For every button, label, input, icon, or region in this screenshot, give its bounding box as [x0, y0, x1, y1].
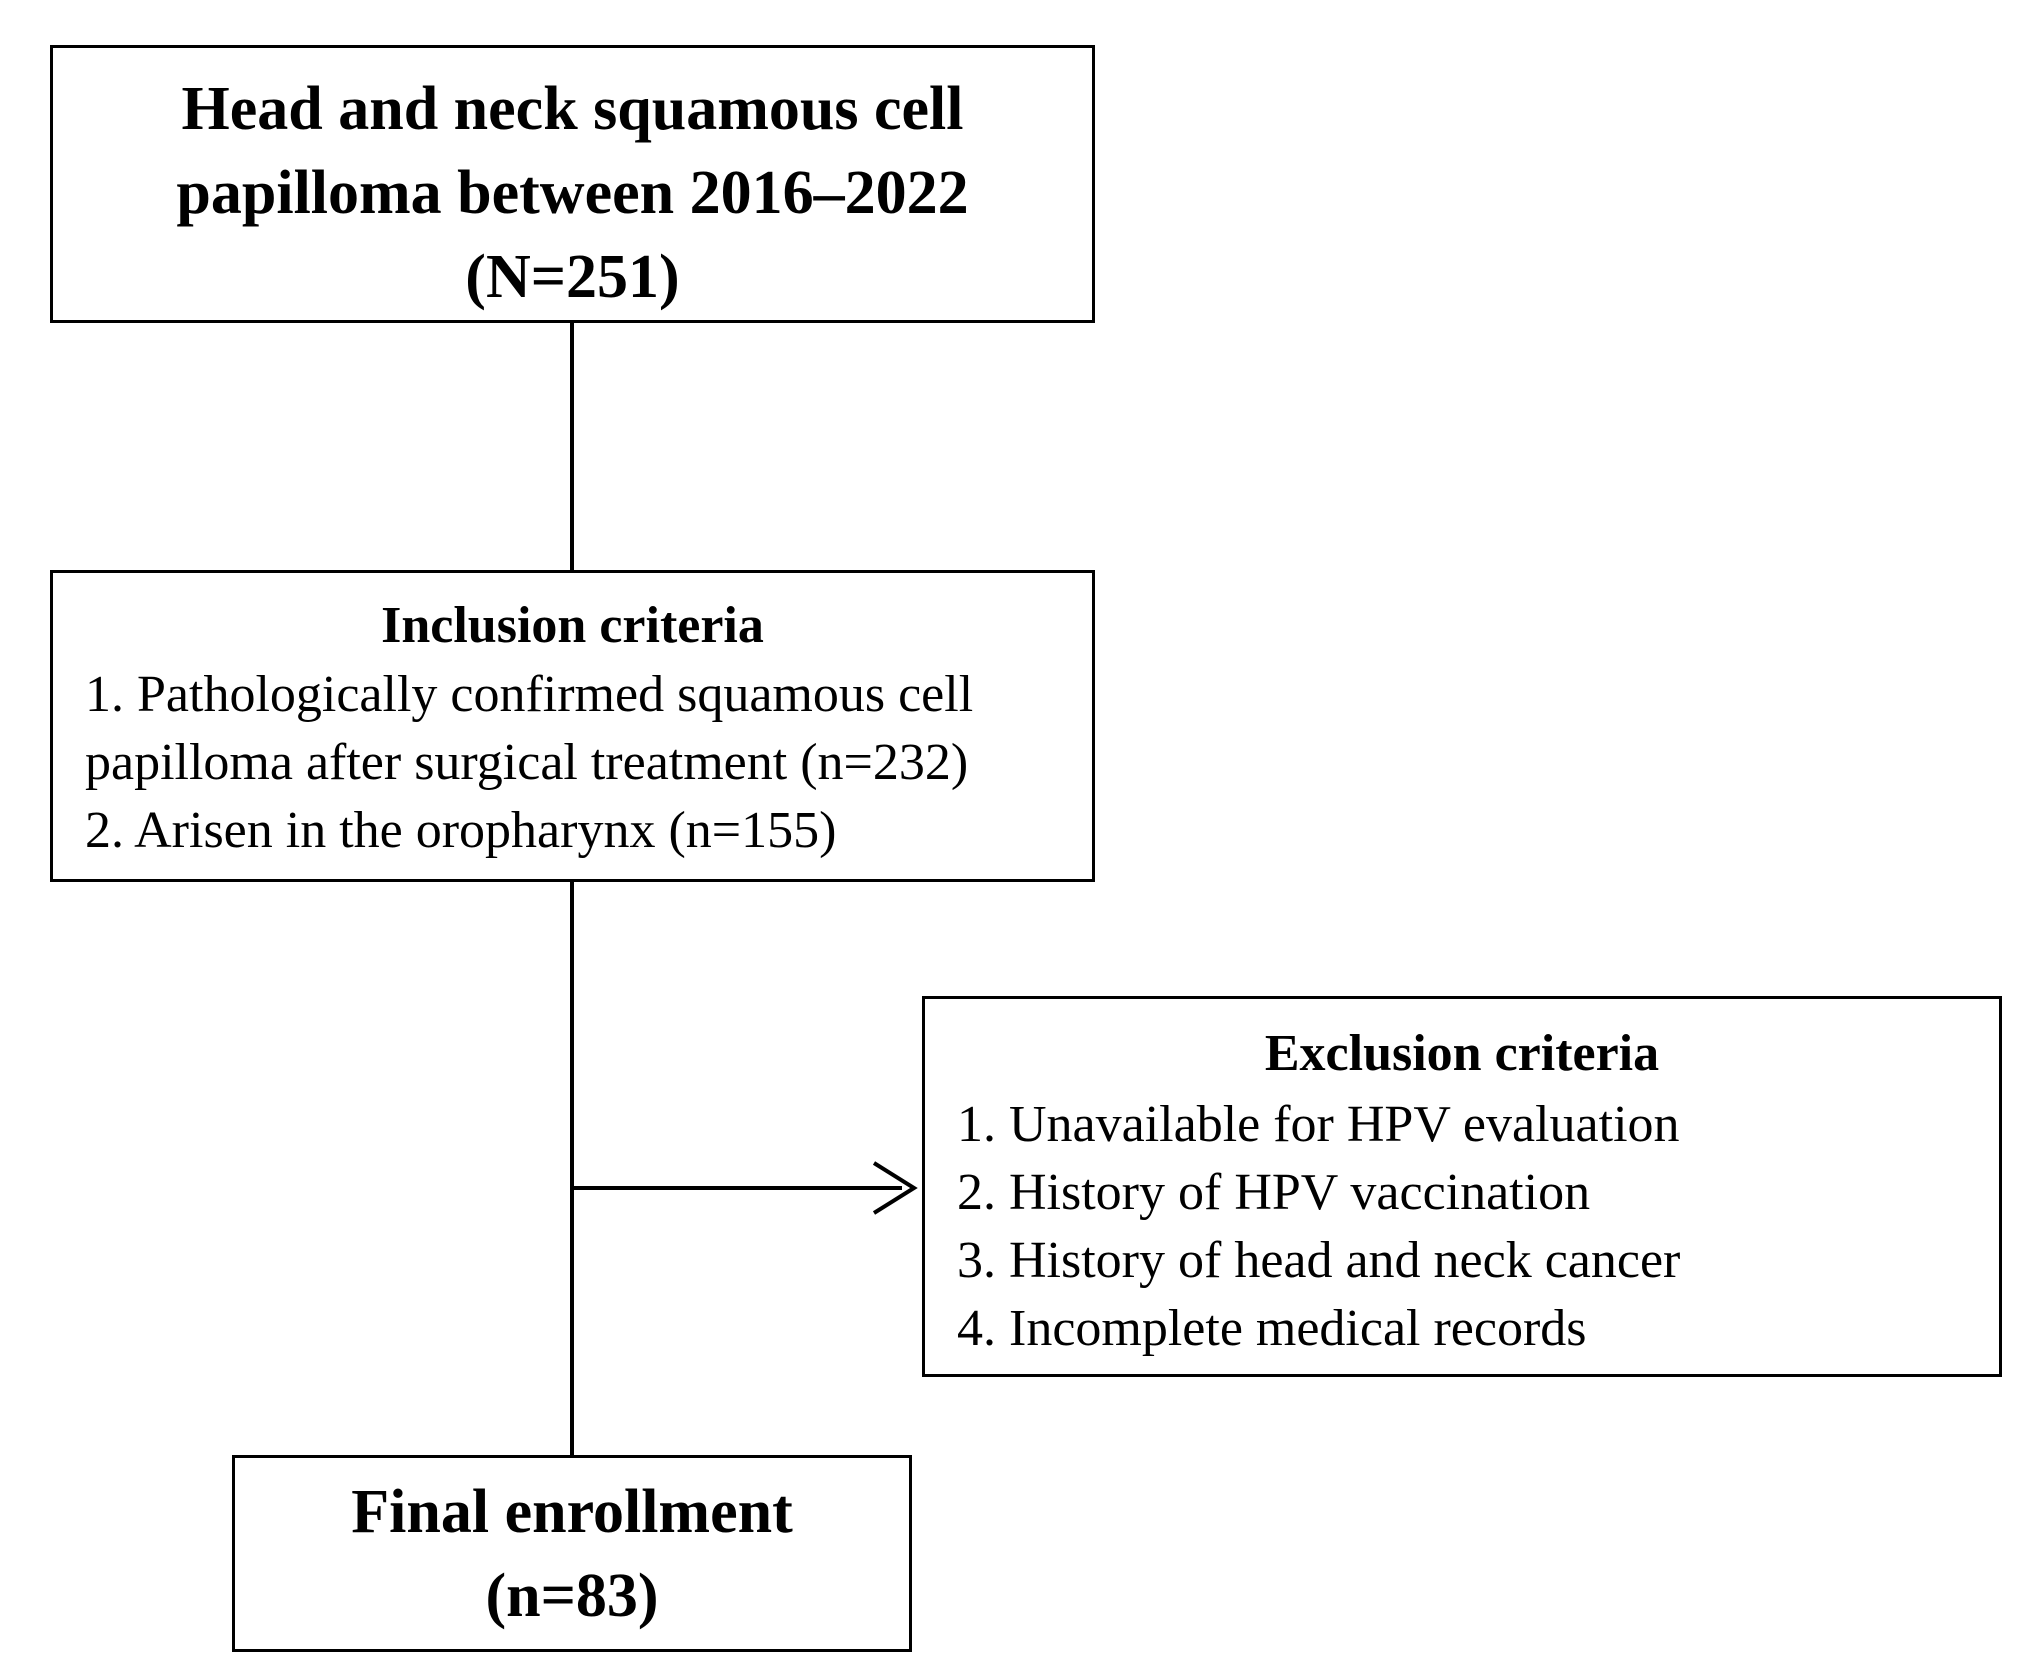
- initial-population-line-1: Head and neck squamous cell: [181, 75, 964, 143]
- exclusion-criteria-item: 2. History of HPV vaccination: [957, 1164, 1591, 1221]
- arrow-head-icon: [872, 1161, 918, 1215]
- inclusion-criteria-item: 2. Arisen in the oropharynx (n=155): [85, 802, 837, 859]
- initial-population-box: Head and neck squamous cell papilloma be…: [50, 45, 1095, 323]
- initial-population-line-2: papilloma between 2016–2022: [176, 159, 969, 227]
- connector-to-exclusion: [572, 1186, 902, 1190]
- inclusion-criteria-item: 1. Pathologically confirmed squamous cel…: [85, 666, 974, 723]
- initial-population-text: Head and neck squamous cell papilloma be…: [53, 48, 1092, 320]
- exclusion-criteria-item: 4. Incomplete medical records: [957, 1300, 1587, 1357]
- exclusion-criteria-item: 1. Unavailable for HPV evaluation: [957, 1096, 1680, 1153]
- final-enrollment-label: Final enrollment: [351, 1477, 793, 1546]
- exclusion-criteria-item: 3. History of head and neck cancer: [957, 1232, 1681, 1289]
- inclusion-criteria-item: papilloma after surgical treatment (n=23…: [85, 734, 969, 791]
- final-enrollment-text: Final enrollment (n=83): [235, 1458, 909, 1649]
- connector-top-to-inclusion: [570, 322, 574, 571]
- exclusion-criteria-box: Exclusion criteria 1. Unavailable for HP…: [922, 996, 2002, 1377]
- exclusion-criteria-heading: Exclusion criteria: [1264, 1025, 1660, 1082]
- exclusion-criteria-list: 1. Unavailable for HPV evaluation 2. His…: [925, 1091, 1999, 1363]
- inclusion-criteria-box: Inclusion criteria 1. Pathologically con…: [50, 570, 1095, 882]
- inclusion-criteria-heading: Inclusion criteria: [381, 597, 764, 654]
- connector-inclusion-to-final: [570, 881, 574, 1456]
- initial-population-count: (N=251): [465, 243, 680, 311]
- final-enrollment-box: Final enrollment (n=83): [232, 1455, 912, 1652]
- inclusion-criteria-list: 1. Pathologically confirmed squamous cel…: [53, 661, 1092, 865]
- final-enrollment-count: (n=83): [485, 1561, 659, 1630]
